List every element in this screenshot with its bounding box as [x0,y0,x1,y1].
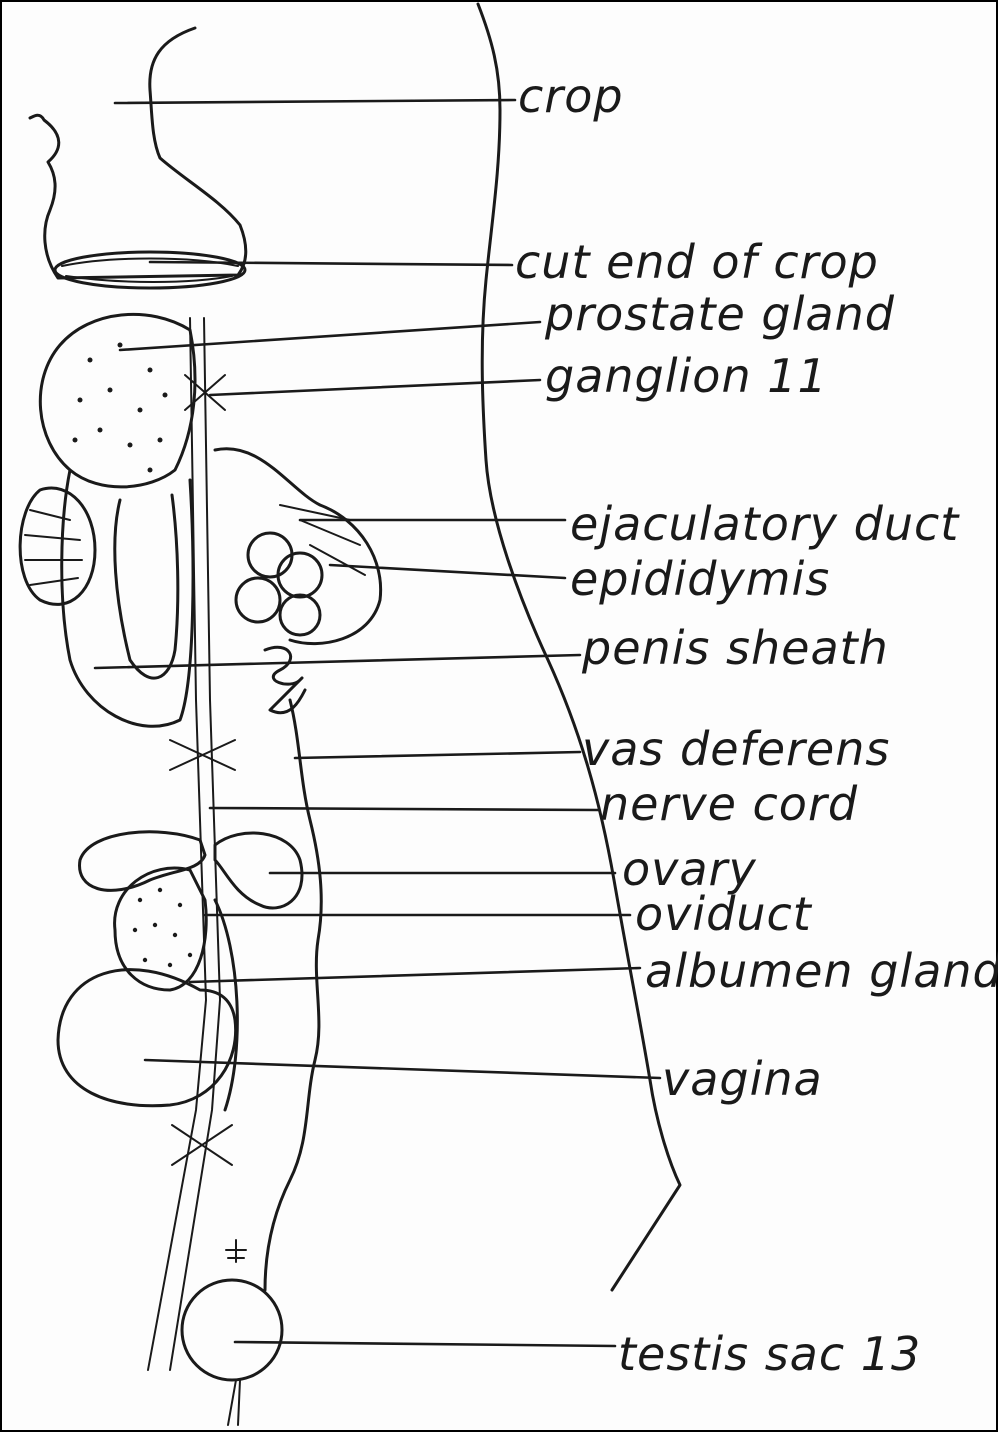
coiled-gland-shape [20,488,95,604]
ovary-shape [80,832,205,891]
vagina-shape [58,970,236,1106]
label-nerve-cord: nerve cord [600,777,858,831]
testis-sac-shape [182,1280,282,1380]
label-ejaculatory-duct: ejaculatory duct [570,497,960,551]
label-cut-end-of-crop: cut end of crop [515,235,879,289]
label-testis-sac: testis sac 13 [618,1327,921,1381]
label-prostate-gland: prostate gland [544,287,895,341]
label-penis-sheath: penis sheath [581,621,889,675]
epididymis-shape [236,533,322,635]
label-vas-deferens: vas deferens [582,722,890,776]
crop-shape [30,28,246,278]
label-crop: crop [518,69,624,123]
albumen-texture [133,888,192,967]
label-albumen-gland: albumen gland [645,944,998,998]
label-vagina: vagina [662,1052,823,1106]
label-epididymis: epididymis [570,552,830,606]
label-ganglion: ganglion 11 [545,349,828,403]
vas-deferens-shape [265,700,321,1290]
penis-sheath-shape [265,647,305,712]
albumen-gland-shape [115,868,207,990]
prostate-gland-shape [40,314,195,487]
label-oviduct: oviduct [635,887,813,941]
prostate-texture [73,343,168,473]
nerve-cord-shape [148,318,206,1370]
